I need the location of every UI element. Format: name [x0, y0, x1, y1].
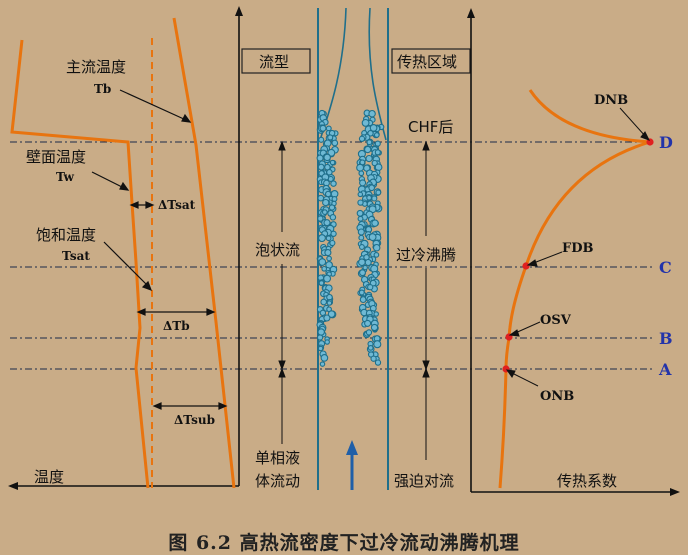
wall-temp-symbol: Tw: [56, 170, 75, 184]
right-panel: DNB FDB OSV ONB D C B A 传热系数: [467, 8, 680, 496]
delta-tsat-label: ΔTsat: [158, 198, 196, 212]
sat-temp-symbol: Tsat: [62, 249, 90, 263]
left-y-axis-arrow: [235, 6, 243, 16]
fdb-point: [522, 262, 530, 270]
main-temp-leader: [119, 89, 187, 121]
single-phase-label-1: 单相液: [255, 449, 300, 467]
sat-temp-leader: [103, 241, 149, 287]
left-axis-label: 温度: [34, 468, 64, 486]
heat-zone-box: [391, 48, 471, 74]
wall-temp-leader: [91, 171, 125, 189]
right-vapor-boundary: [368, 7, 387, 141]
left-bubble-layer: [316, 109, 339, 367]
htc-curve-main: [498, 140, 651, 489]
chf-after-label: CHF后: [408, 118, 453, 136]
right-y-axis-arrow: [467, 8, 475, 18]
wall-temp-label: 壁面温度: [26, 148, 86, 166]
heat-zone-label: 传热区域: [397, 53, 457, 71]
dnb-label: DNB: [594, 93, 628, 108]
single-phase-label-2: 体流动: [255, 472, 300, 490]
htc-curve-upper: [528, 89, 651, 144]
zone-b-label: B: [659, 329, 673, 348]
right-axis-label: 传热系数: [557, 472, 617, 490]
delta-tb-label: ΔTb: [163, 319, 190, 333]
zone-a-label: A: [658, 360, 672, 379]
sat-temp-label: 饱和温度: [36, 226, 96, 244]
delta-tsub-label: ΔTsub: [174, 413, 215, 427]
middle-panel: 流型 传热区域 CHF后 泡状流 过冷沸腾 单相液 体流动 强迫对流: [241, 7, 471, 490]
zone-d-label: D: [659, 133, 673, 152]
flow-direction-arrowhead: [346, 440, 358, 455]
fdb-label: FDB: [562, 241, 594, 256]
flow-pattern-label: 流型: [259, 53, 289, 71]
delta-arrows: [129, 201, 228, 410]
bubbly-flow-label: 泡状流: [255, 241, 300, 259]
forced-convection-label: 强迫对流: [394, 472, 454, 490]
point-leaders: [505, 107, 651, 387]
left-x-axis-arrow: [8, 482, 18, 490]
osv-label: OSV: [540, 313, 572, 328]
flow-pattern-box: [241, 48, 311, 74]
main-temp-symbol: Tb: [94, 82, 111, 96]
onb-leader: [509, 371, 539, 387]
dnb-leader: [619, 107, 647, 138]
subcooled-boiling-label: 过冷沸腾: [396, 246, 456, 264]
figure-caption: 图 6.2 高热流密度下过冷流动沸腾机理: [168, 532, 520, 554]
zone-arrows: [278, 140, 430, 460]
main-temp-label: 主流温度: [66, 58, 126, 76]
wall-temperature-curve: [10, 39, 150, 489]
onb-label: ONB: [540, 389, 574, 404]
right-bubble-layer: [356, 109, 385, 366]
right-x-axis-arrow: [670, 488, 680, 496]
left-panel: 主流温度 Tb 壁面温度 Tw 饱和温度 Tsat ΔTsat ΔTb ΔTsu…: [8, 6, 243, 490]
leader-lines: [91, 89, 192, 292]
zone-c-label: C: [659, 258, 672, 277]
